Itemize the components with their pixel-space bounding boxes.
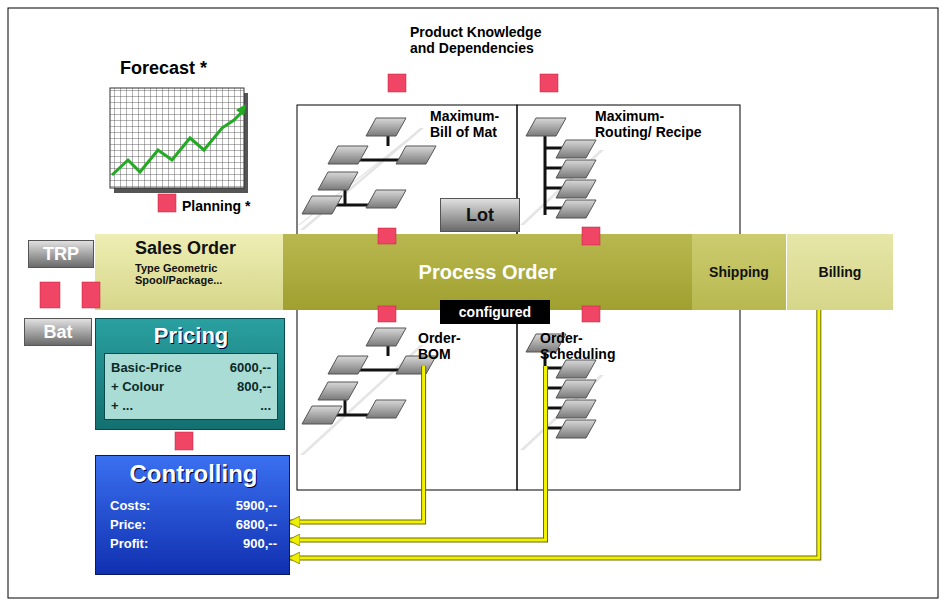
label-text: Shipping	[709, 264, 769, 280]
tree-label: Order- Scheduling	[540, 330, 632, 366]
row-value: 5900,--	[236, 498, 277, 513]
box-body: Basic-Price 6000,-- + Colour 800,-- + ......	[104, 353, 278, 420]
row-label: Price:	[110, 517, 146, 532]
step-label: Planning *	[182, 198, 250, 214]
box-heading: Controlling	[104, 460, 283, 488]
value-row: Price: 6800,--	[110, 515, 277, 534]
row-value: 6800,--	[236, 517, 277, 532]
box-heading: Pricing	[104, 323, 278, 349]
tree-label: Order- BOM	[418, 330, 488, 366]
tab-label: TRP	[28, 240, 94, 268]
chart-title: Forecast *	[120, 58, 207, 79]
label-text: TRP	[43, 244, 79, 265]
row-label: Profit:	[110, 536, 148, 551]
label-text: Lot	[466, 205, 494, 226]
flow-arrow	[290, 366, 546, 540]
frame	[8, 8, 938, 598]
band-section: Billing	[787, 234, 893, 310]
row-value: ...	[260, 398, 271, 413]
value-row: Profit: 900,--	[110, 534, 277, 553]
band-section: Sales OrderType Geometric Spool/Package.…	[95, 234, 283, 310]
forecast-chart	[110, 88, 248, 193]
process-band: Process Order	[283, 234, 692, 310]
tab-label: Bat	[24, 318, 92, 346]
label-text: Bat	[43, 322, 72, 343]
tree-label: Maximum- Bill of Mat	[430, 108, 520, 144]
value-row: + ......	[111, 396, 271, 415]
pricing-box: PricingBasic-Price6000,--+ Colour800,--+…	[95, 318, 285, 430]
row-value: 800,--	[237, 379, 271, 394]
band-section: Shipping	[692, 234, 786, 310]
label-text: Type Geometric Spool/Package...	[135, 262, 222, 287]
flow-arrow	[290, 366, 424, 522]
value-row: Costs: 5900,--	[110, 496, 277, 515]
value-row: Basic-Price 6000,--	[111, 358, 271, 377]
value-row: + Colour 800,--	[111, 377, 271, 396]
label-text: configured	[459, 304, 531, 320]
row-label: + ...	[111, 398, 133, 413]
tab-label: Lot	[440, 198, 520, 232]
tree-label: Maximum- Routing/ Recipe	[595, 108, 719, 144]
row-label: Basic-Price	[111, 360, 182, 375]
flow-arrow	[290, 310, 819, 558]
label-text: Sales Order	[135, 238, 277, 259]
box-body: Costs: 5900,-- Price: 6800,-- Profit: 900,--	[104, 492, 283, 557]
label-text: Maximum- Bill of Mat	[430, 108, 520, 140]
label-text: Process Order	[419, 261, 557, 284]
row-label: Costs:	[110, 498, 150, 513]
row-label: + Colour	[111, 379, 164, 394]
status-label: configured	[440, 300, 550, 324]
controlling-box: ControllingCosts: 5900,-- Price: 6800,-- Pro…	[95, 455, 290, 575]
section-heading: Product Knowledge and Dependencies	[410, 24, 570, 56]
label-text: Maximum- Routing/ Recipe	[595, 108, 719, 140]
row-value: 6000,--	[230, 360, 271, 375]
label-text: Billing	[819, 264, 862, 280]
row-value: 900,--	[243, 536, 277, 551]
label-text: Order- BOM	[418, 330, 488, 362]
label-text: Order- Scheduling	[540, 330, 632, 362]
